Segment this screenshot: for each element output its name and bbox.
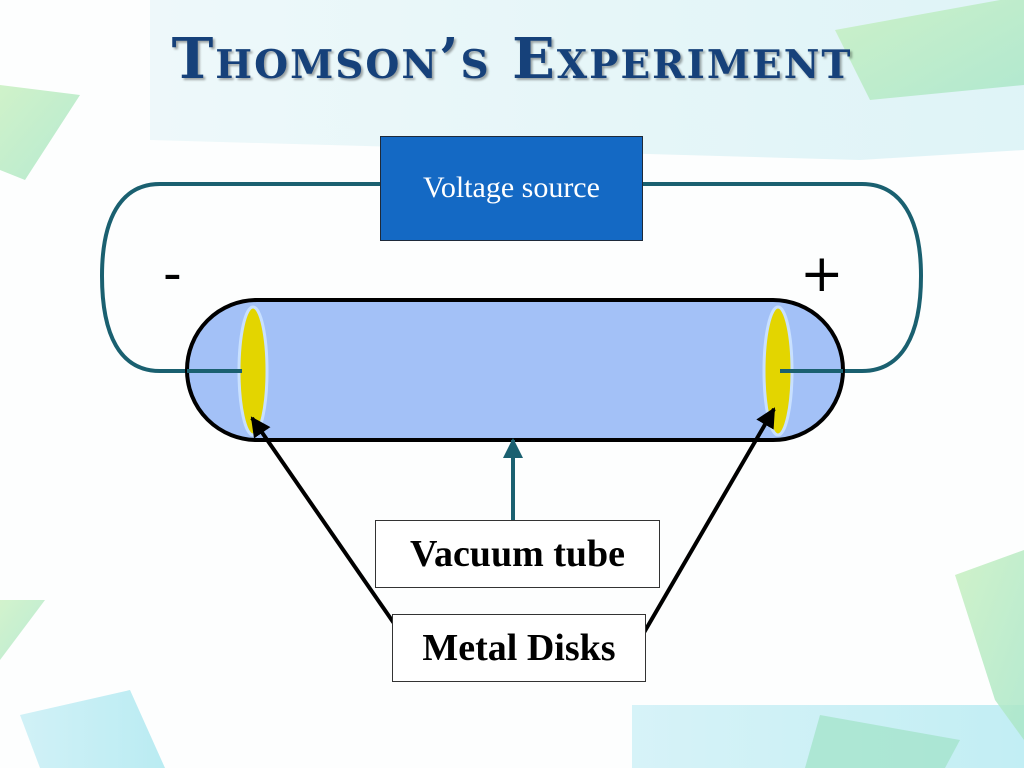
- bg-band-top: [150, 0, 1024, 160]
- cathode-disk: [237, 305, 269, 437]
- bg-shard-bottom-left-2: [20, 690, 165, 768]
- anode-sign: +: [800, 244, 844, 304]
- wire-left: [99, 182, 380, 373]
- metal-disks-label: Metal Disks: [422, 627, 616, 669]
- cathode-sign: -: [163, 244, 182, 304]
- metal-disks-label-box: Metal Disks: [392, 614, 646, 682]
- voltage-source-box: Voltage source: [380, 136, 643, 241]
- cathode-disk-pointer: [250, 416, 402, 634]
- vacuum-tube-label-box: Vacuum tube: [375, 520, 660, 588]
- bg-shard-top-right: [835, 0, 1024, 100]
- slide-title: Thomson’s Experiment: [171, 26, 853, 92]
- bg-shard-top-left: [0, 85, 80, 180]
- wire-right: [643, 182, 924, 373]
- vacuum-tube-label: Vacuum tube: [409, 533, 626, 575]
- bg-shard-bottom-left: [0, 600, 45, 660]
- anode-disk-pointer: [640, 407, 776, 638]
- voltage-source-label: Voltage source: [423, 171, 600, 204]
- bg-shard-bottom-right: [955, 550, 1024, 740]
- vacuum-tube: [185, 298, 845, 442]
- bg-shard-bottom-right-2: [805, 715, 960, 768]
